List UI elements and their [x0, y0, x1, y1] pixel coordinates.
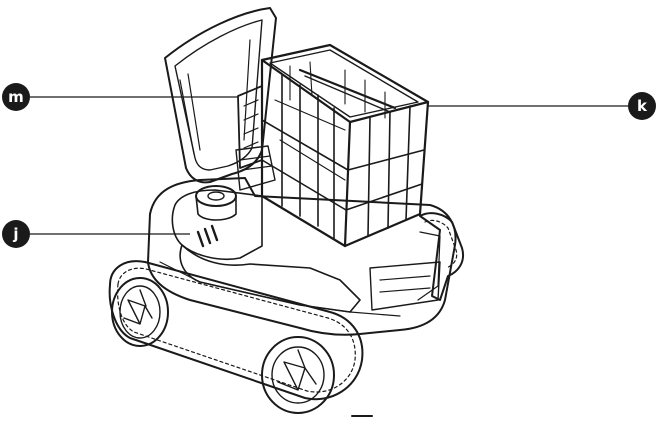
robot-body — [147, 177, 457, 336]
front-right-wheel — [261, 336, 335, 414]
callout-m: m — [2, 83, 238, 111]
motor-assembly — [195, 145, 276, 221]
open-lid — [164, 7, 277, 184]
callout-m-badge — [2, 83, 30, 111]
rear-track — [419, 212, 464, 301]
callout-j-label: j — [12, 225, 18, 243]
callout-k-badge — [628, 92, 656, 120]
callout-m-label: m — [8, 88, 24, 106]
front-track — [108, 260, 364, 401]
callout-j: j — [2, 220, 190, 248]
callout-k-label: k — [637, 97, 648, 115]
front-left-wheel — [111, 277, 169, 347]
callout-k: k — [428, 92, 656, 120]
callout-j-badge — [2, 220, 30, 248]
filter-basket — [237, 43, 430, 248]
